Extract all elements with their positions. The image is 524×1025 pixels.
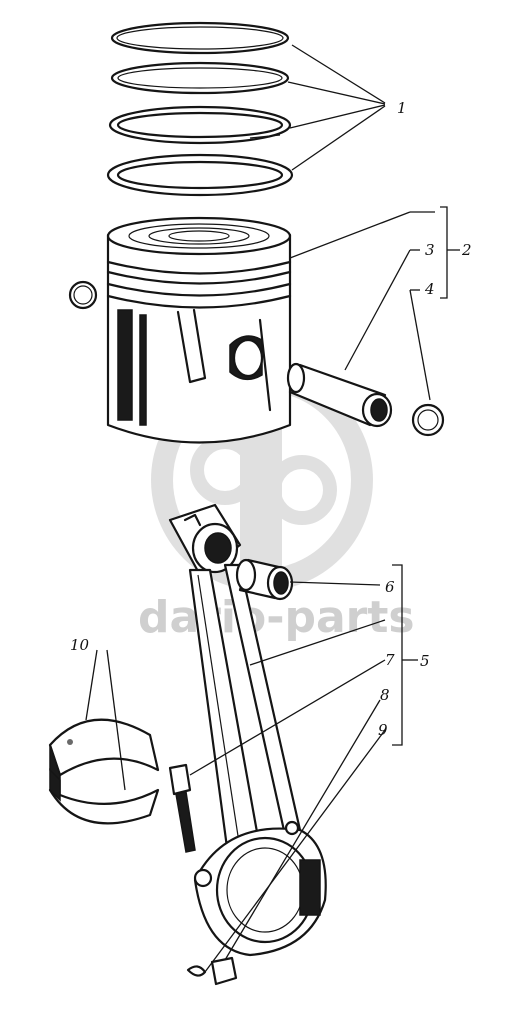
label-5: 5	[420, 652, 430, 670]
label-10: 10	[70, 636, 90, 654]
leader-lines	[85, 44, 460, 973]
bolt	[168, 763, 196, 853]
retaining-ring-left	[68, 280, 98, 310]
label-1: 1	[397, 99, 407, 117]
piston	[106, 216, 292, 444]
label-6: 6	[385, 578, 395, 596]
label-9: 9	[378, 721, 388, 739]
label-4: 4	[424, 280, 435, 298]
piston-rings	[106, 21, 294, 197]
bearing-shells	[48, 718, 160, 825]
piston-pin	[286, 362, 393, 428]
bushing	[235, 558, 294, 601]
connecting-rod	[168, 503, 327, 957]
label-8: 8	[380, 686, 390, 704]
label-2: 2	[461, 241, 472, 259]
watermark-text: dario-parts	[138, 592, 415, 643]
retaining-ring-right	[411, 403, 445, 437]
label-3: 3	[425, 241, 435, 259]
label-7: 7	[385, 651, 395, 669]
